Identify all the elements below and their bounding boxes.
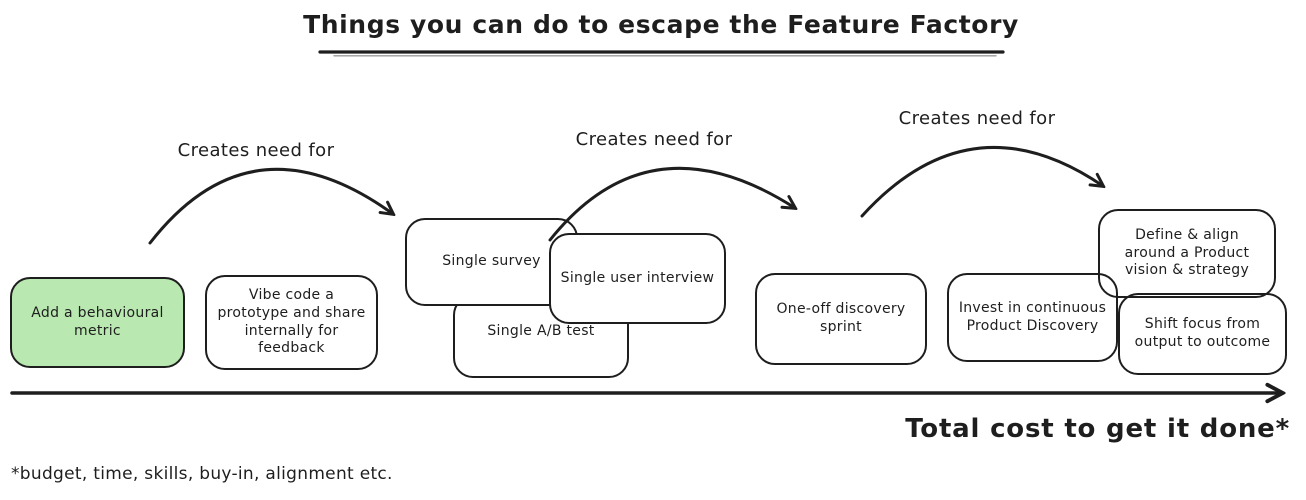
creates-need-label-3: Creates need for bbox=[898, 108, 1056, 129]
box-single-user-interview: Single user interview bbox=[549, 233, 726, 324]
diagram-title: Things you can do to escape the Feature … bbox=[303, 10, 1019, 39]
box-vibe-code-prototype: Vibe code a prototype and share internal… bbox=[205, 275, 378, 370]
creates-need-arrow-1 bbox=[148, 167, 393, 245]
axis-label-total-cost: Total cost to get it done* bbox=[905, 414, 1290, 444]
box-define-product-vision: Define & align around a Product vision &… bbox=[1098, 209, 1276, 298]
box-shift-focus-output-outcome: Shift focus from output to outcome bbox=[1118, 293, 1287, 375]
box-one-off-discovery-sprint: One-off discovery sprint bbox=[755, 273, 927, 365]
creates-need-label-1: Creates need for bbox=[177, 140, 335, 161]
creates-need-arrow-2 bbox=[548, 166, 795, 242]
box-invest-continuous-discovery: Invest in continuous Product Discovery bbox=[947, 273, 1118, 362]
creates-need-label-2: Creates need for bbox=[575, 129, 733, 150]
footnote: *budget, time, skills, buy-in, alignment… bbox=[11, 464, 393, 484]
creates-need-arrow-3 bbox=[860, 145, 1103, 218]
box-add-behavioural-metric: Add a behavioural metric bbox=[10, 277, 185, 368]
